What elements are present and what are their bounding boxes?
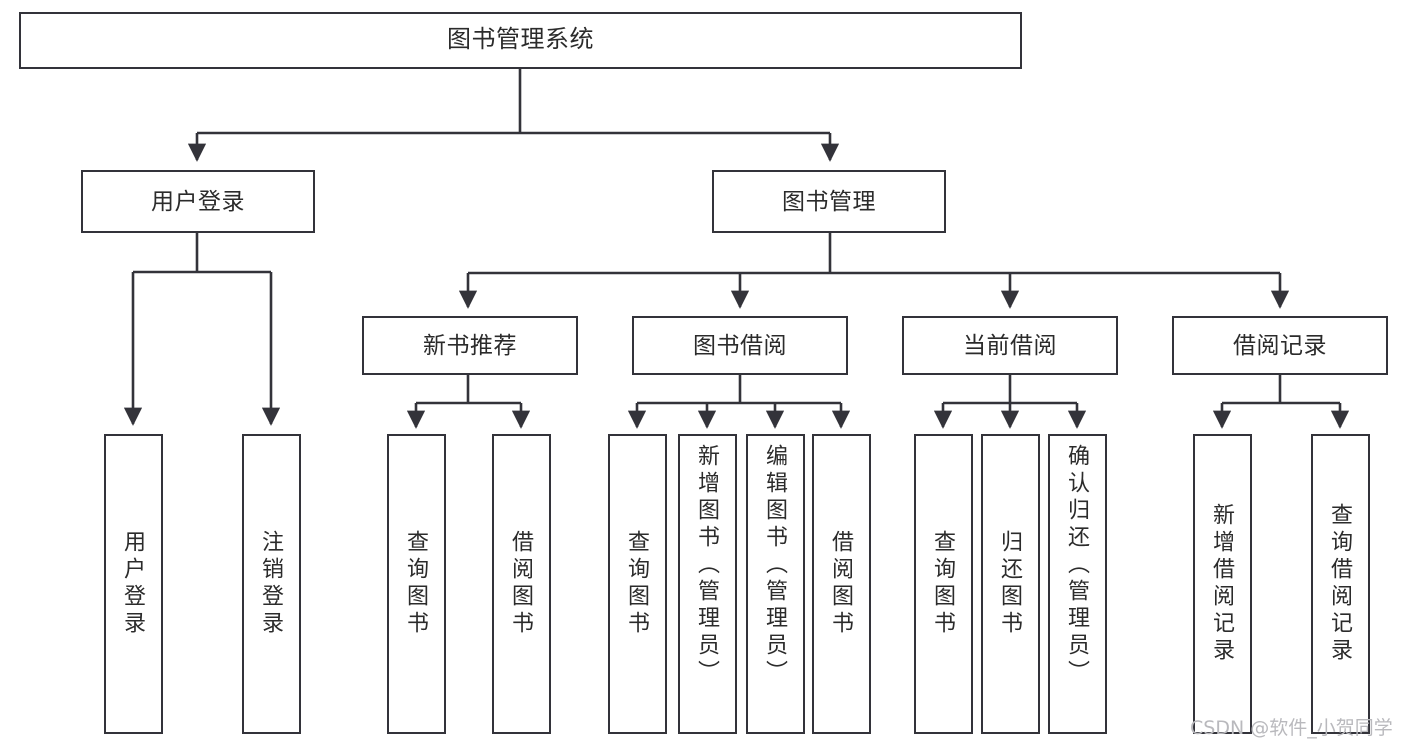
leaf-label: 编辑图书（管理员）	[763, 444, 789, 687]
node-book-manage[interactable]: 图书管理	[712, 170, 946, 233]
csdn-watermark: CSDN @软件_小贺同学	[1190, 717, 1393, 739]
leaf-current-borrow-0[interactable]: 查询图书	[914, 434, 973, 734]
node-label: 图书借阅	[693, 331, 787, 358]
node-user-login[interactable]: 用户登录	[81, 170, 315, 233]
leaf-new-book-rec-1[interactable]: 借阅图书	[492, 434, 551, 734]
leaf-user-login-1[interactable]: 注销登录	[242, 434, 301, 734]
leaf-label: 借阅图书	[509, 530, 535, 638]
leaf-current-borrow-2[interactable]: 确认归还（管理员）	[1048, 434, 1107, 734]
leaf-current-borrow-1[interactable]: 归还图书	[981, 434, 1040, 734]
node-book-borrow[interactable]: 图书借阅	[632, 316, 848, 375]
leaf-label: 新增借阅记录	[1210, 503, 1236, 665]
leaf-book-borrow-2[interactable]: 编辑图书（管理员）	[746, 434, 805, 734]
leaf-book-borrow-0[interactable]: 查询图书	[608, 434, 667, 734]
leaf-new-book-rec-0[interactable]: 查询图书	[387, 434, 446, 734]
leaf-label: 确认归还（管理员）	[1065, 444, 1091, 687]
leaf-label: 新增图书（管理员）	[695, 444, 721, 687]
node-root-system[interactable]: 图书管理系统	[19, 12, 1022, 69]
leaf-user-login-0[interactable]: 用户登录	[104, 434, 163, 734]
node-label: 用户登录	[151, 187, 245, 214]
leaf-label: 查询图书	[404, 530, 430, 638]
leaf-label: 借阅图书	[829, 530, 855, 638]
leaf-label: 用户登录	[121, 530, 147, 638]
leaf-book-borrow-3[interactable]: 借阅图书	[812, 434, 871, 734]
node-label: 新书推荐	[423, 331, 517, 358]
node-label: 当前借阅	[963, 331, 1057, 358]
node-borrow-record[interactable]: 借阅记录	[1172, 316, 1388, 375]
leaf-borrow-record-0[interactable]: 新增借阅记录	[1193, 434, 1252, 734]
leaf-book-borrow-1[interactable]: 新增图书（管理员）	[678, 434, 737, 734]
leaf-label: 查询图书	[625, 530, 651, 638]
leaf-label: 归还图书	[998, 530, 1024, 638]
node-label: 图书管理	[782, 187, 876, 214]
leaf-label: 查询图书	[931, 530, 957, 638]
node-label: 图书管理系统	[447, 26, 594, 54]
leaf-label: 查询借阅记录	[1328, 503, 1354, 665]
node-new-book-recommend[interactable]: 新书推荐	[362, 316, 578, 375]
node-current-borrow[interactable]: 当前借阅	[902, 316, 1118, 375]
leaf-label: 注销登录	[259, 530, 285, 638]
node-label: 借阅记录	[1233, 331, 1327, 358]
leaf-borrow-record-1[interactable]: 查询借阅记录	[1311, 434, 1370, 734]
